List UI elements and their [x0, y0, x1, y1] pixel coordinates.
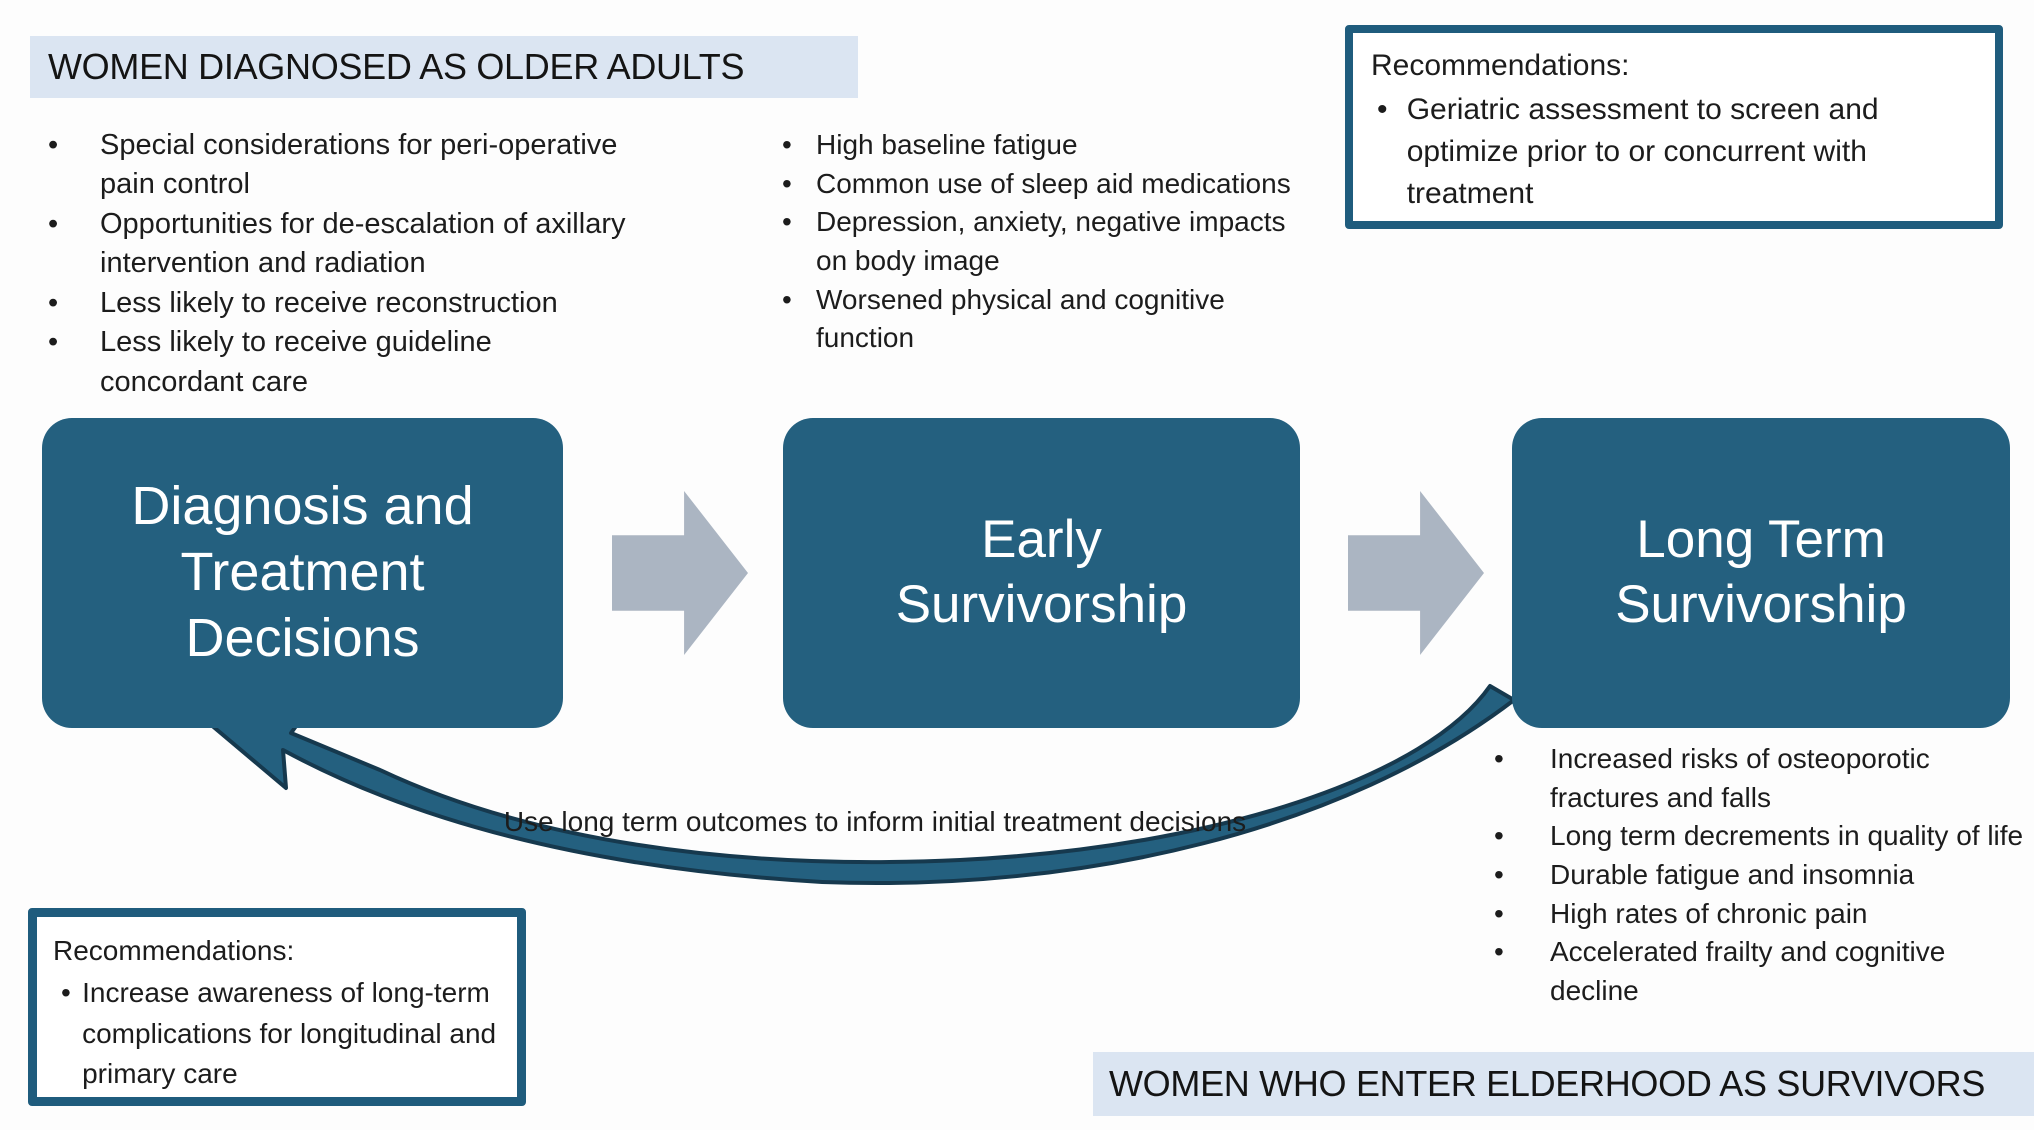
- list-item: • Durable fatigue and insomnia: [1494, 856, 2028, 895]
- list-item-text: Depression, anxiety, negative impacts on…: [816, 206, 1286, 276]
- recommendations-box-treatment: Recommendations: • Geriatric assessment …: [1345, 25, 2003, 229]
- diagnosis-considerations-list: • Special considerations for peri-operat…: [48, 126, 634, 402]
- list-item-text: Common use of sleep aid medications: [816, 167, 1291, 199]
- list-item-text: Less likely to receive reconstruction: [100, 286, 558, 319]
- flow-arrow-icon-2: [1348, 491, 1484, 655]
- bullet-icon: •: [1494, 743, 1504, 774]
- bullet-icon: •: [48, 207, 59, 240]
- feedback-arrow-label: Use long term outcomes to inform initial…: [503, 806, 1247, 837]
- banner-women-elderhood-survivors: WOMEN WHO ENTER ELDERHOOD AS SURVIVORS: [1093, 1052, 2034, 1116]
- list-item-text: Less likely to receive guideline concord…: [100, 326, 492, 398]
- stage-label: Diagnosis and Treatment Decisions: [131, 476, 474, 668]
- recommendations-box-long-term: Recommendations: • Increase awareness of…: [28, 908, 526, 1106]
- list-item: • Less likely to receive reconstruction: [48, 284, 634, 323]
- bullet-icon: •: [782, 167, 792, 199]
- list-item: • Depression, anxiety, negative impacts …: [782, 203, 1314, 280]
- list-item: • High rates of chronic pain: [1494, 895, 2028, 934]
- list-item-text: Accelerated frailty and cognitive declin…: [1550, 936, 1946, 1006]
- early-survivorship-list: • High baseline fatigue • Common use of …: [782, 126, 1314, 358]
- list-item-text: Geriatric assessment to screen and optim…: [1406, 93, 1879, 210]
- bullet-icon: •: [1494, 820, 1504, 852]
- list-item-text: High rates of chronic pain: [1550, 897, 1868, 929]
- list-item-text: Increase awareness of long-term complica…: [82, 977, 497, 1089]
- list-item: • Opportunities for de-escalation of axi…: [48, 205, 634, 284]
- list-item-text: Durable fatigue and insomnia: [1550, 858, 1915, 890]
- bullet-icon: •: [61, 977, 71, 1009]
- list-item-text: Increased risks of osteoporotic fracture…: [1550, 743, 1930, 813]
- stage-early-survivorship: Early Survivorship: [783, 418, 1300, 728]
- bullet-icon: •: [782, 129, 792, 160]
- list-item: • Less likely to receive guideline conco…: [48, 323, 634, 402]
- bullet-icon: •: [48, 286, 59, 319]
- recommendations-title: Recommendations:: [53, 935, 295, 966]
- list-item: • Increase awareness of long-term compli…: [53, 973, 501, 1094]
- flow-arrow-icon-1: [612, 491, 748, 655]
- list-item: • Long term decrements in quality of lif…: [1494, 817, 2028, 856]
- bullet-icon: •: [1494, 858, 1504, 890]
- bullet-icon: •: [48, 129, 59, 161]
- stage-label: Early Survivorship: [895, 510, 1188, 634]
- banner-women-diagnosed-older-adults: WOMEN DIAGNOSED AS OLDER ADULTS: [30, 36, 858, 98]
- list-item-text: Special considerations for peri-operativ…: [100, 129, 618, 201]
- list-item: • Increased risks of osteoporotic fractu…: [1494, 740, 2028, 817]
- bullet-icon: •: [48, 326, 59, 359]
- long-term-survivorship-list: • Increased risks of osteoporotic fractu…: [1494, 740, 2028, 1010]
- stage-long-term-survivorship: Long Term Survivorship: [1512, 418, 2010, 728]
- list-item: • Worsened physical and cognitive functi…: [782, 281, 1314, 358]
- list-item-text: Long term decrements in quality of life: [1550, 820, 2024, 852]
- bullet-icon: •: [1494, 936, 1504, 968]
- bullet-icon: •: [782, 206, 792, 238]
- bullet-icon: •: [1494, 897, 1504, 929]
- bullet-icon: •: [782, 283, 792, 315]
- list-item: • Common use of sleep aid medications: [782, 165, 1314, 204]
- list-item-text: Opportunities for de-escalation of axill…: [100, 207, 626, 280]
- list-item: • Special considerations for peri-operat…: [48, 126, 634, 205]
- list-item-text: High baseline fatigue: [816, 129, 1078, 160]
- list-item: • High baseline fatigue: [782, 126, 1314, 165]
- stage-diagnosis-treatment: Diagnosis and Treatment Decisions: [42, 418, 563, 728]
- recommendations-title: Recommendations:: [1371, 49, 1630, 82]
- list-item: • Geriatric assessment to screen and opt…: [1371, 89, 1977, 215]
- stage-label: Long Term Survivorship: [1615, 510, 1907, 634]
- list-item: • Accelerated frailty and cognitive decl…: [1494, 933, 2028, 1010]
- bullet-icon: •: [1377, 93, 1388, 126]
- list-item-text: Worsened physical and cognitive function: [816, 283, 1225, 354]
